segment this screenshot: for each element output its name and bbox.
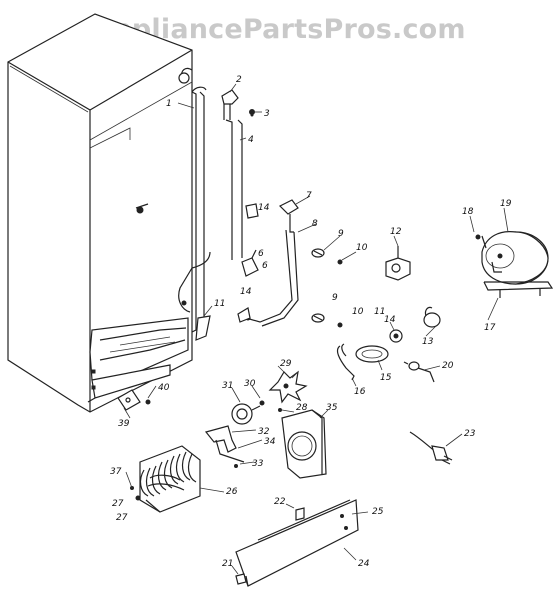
wire-connector xyxy=(403,361,435,383)
callout-18: 18 xyxy=(462,207,474,217)
callout-39: 39 xyxy=(118,419,130,429)
callout-9-lower: 9 xyxy=(332,293,338,303)
drain-pipe xyxy=(237,199,299,327)
callout-21: 21 xyxy=(222,559,233,569)
callout-16: 16 xyxy=(354,387,366,397)
callout-2: 2 xyxy=(236,75,242,85)
power-cord xyxy=(409,431,453,465)
callout-22: 22 xyxy=(274,497,286,507)
callout-11: 11 xyxy=(214,299,225,309)
relay-part xyxy=(385,246,411,281)
callout-4: 4 xyxy=(248,135,254,145)
mounting-bracket xyxy=(117,389,151,411)
callout-11-right: 11 xyxy=(374,307,385,317)
clamps-and-brackets xyxy=(181,203,259,341)
callout-24: 24 xyxy=(358,559,370,569)
callout-33: 33 xyxy=(252,459,264,469)
callout-26: 26 xyxy=(226,487,238,497)
callout-37: 37 xyxy=(110,467,122,477)
condenser-coil xyxy=(130,445,201,513)
callout-12: 12 xyxy=(390,227,402,237)
callout-31: 31 xyxy=(222,381,233,391)
callout-7: 7 xyxy=(306,191,312,201)
callout-14: 14 xyxy=(384,315,396,325)
callout-27-upper: 27 xyxy=(112,499,124,509)
fan-shroud xyxy=(281,409,327,479)
fan-motor-bracket xyxy=(204,425,245,468)
overload-protector xyxy=(389,306,441,343)
callout-25: 25 xyxy=(372,507,384,517)
fittings xyxy=(311,248,343,328)
callout-leader-lines xyxy=(123,83,509,575)
callout-19: 19 xyxy=(500,199,512,209)
condenser-fan-motor xyxy=(231,370,308,425)
callout-20: 20 xyxy=(442,361,454,371)
callout-9: 9 xyxy=(338,229,344,239)
callout-28: 28 xyxy=(296,403,308,413)
callout-13: 13 xyxy=(422,337,434,347)
callout-32: 32 xyxy=(258,427,270,437)
callout-1: 1 xyxy=(166,99,172,109)
callout-17: 17 xyxy=(484,323,496,333)
callout-6-lower: 6 xyxy=(262,261,268,271)
terminal-cover xyxy=(336,343,389,381)
callout-35: 35 xyxy=(326,403,338,413)
tubing-assembly xyxy=(178,67,255,333)
callout-30: 30 xyxy=(244,379,256,389)
callout-23: 23 xyxy=(464,429,476,439)
callout-6-upper: 6 xyxy=(258,249,264,259)
callout-40: 40 xyxy=(158,383,170,393)
callout-10-lower: 10 xyxy=(352,307,364,317)
callout-34: 34 xyxy=(264,437,276,447)
callout-14-bracket: 14 xyxy=(258,203,270,213)
callout-10: 10 xyxy=(356,243,368,253)
callout-14-lower: 14 xyxy=(240,287,252,297)
callout-27: 27 xyxy=(116,513,128,523)
callout-29: 29 xyxy=(280,359,292,369)
rear-access-panel xyxy=(235,499,359,587)
compressor xyxy=(475,231,554,298)
refrigerator-cabinet xyxy=(7,13,193,413)
callout-8: 8 xyxy=(312,219,318,229)
callout-numbers: 1 2 3 4 7 8 9 10 11 12 13 14 15 16 17 18… xyxy=(110,75,512,569)
callout-3: 3 xyxy=(264,109,270,119)
callout-15: 15 xyxy=(380,373,392,383)
